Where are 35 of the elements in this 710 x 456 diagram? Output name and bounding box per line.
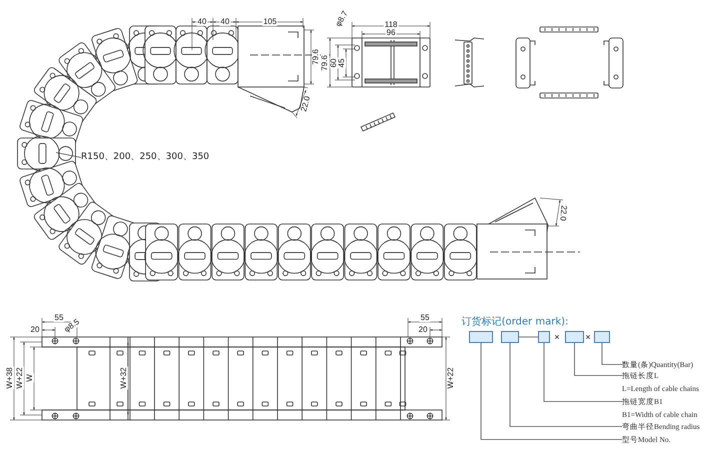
radius-label: R150、200、250、300、350 [81, 151, 210, 164]
code-field [565, 331, 584, 343]
dimension-label: 20 [30, 326, 40, 334]
dimension-label: 40 [220, 18, 230, 26]
code-field [469, 331, 493, 343]
dimension-label: 105 [262, 18, 278, 26]
section-heading: 订货标记(order mark): [460, 316, 570, 328]
dimension-label: 96 [386, 29, 396, 37]
dimension-label: W+38 [6, 366, 14, 390]
dimension-label: 55 [420, 314, 430, 322]
leader-line [544, 342, 622, 402]
leader-line [602, 342, 622, 365]
leader-line [574, 342, 622, 376]
multiply-sign: × [553, 333, 561, 341]
dimension-label: 118 [384, 21, 398, 29]
connecting-dash [518, 336, 538, 338]
dimension-label: W [26, 373, 34, 383]
code-field [594, 331, 610, 343]
dimension-label: 60 [330, 58, 338, 68]
code-field [501, 331, 519, 343]
dimension-label: 55 [54, 314, 64, 322]
dimension-label: 22.0 [558, 204, 568, 222]
dimension-label: 20 [418, 326, 428, 334]
leader-line [480, 342, 622, 440]
multiply-sign: × [584, 333, 592, 341]
dimension-label: 79.6 [312, 48, 320, 66]
dimension-label: W+22 [447, 366, 455, 390]
leader-line [56, 152, 82, 158]
leader-line [510, 342, 622, 427]
dimension-label: 45 [338, 58, 346, 68]
dimension-label: W+32 [120, 366, 128, 390]
code-field [538, 331, 550, 343]
dimension-label: 40 [196, 18, 208, 26]
dimension-label: W+22 [16, 366, 24, 390]
dimension-label: 79.6 [321, 54, 329, 72]
